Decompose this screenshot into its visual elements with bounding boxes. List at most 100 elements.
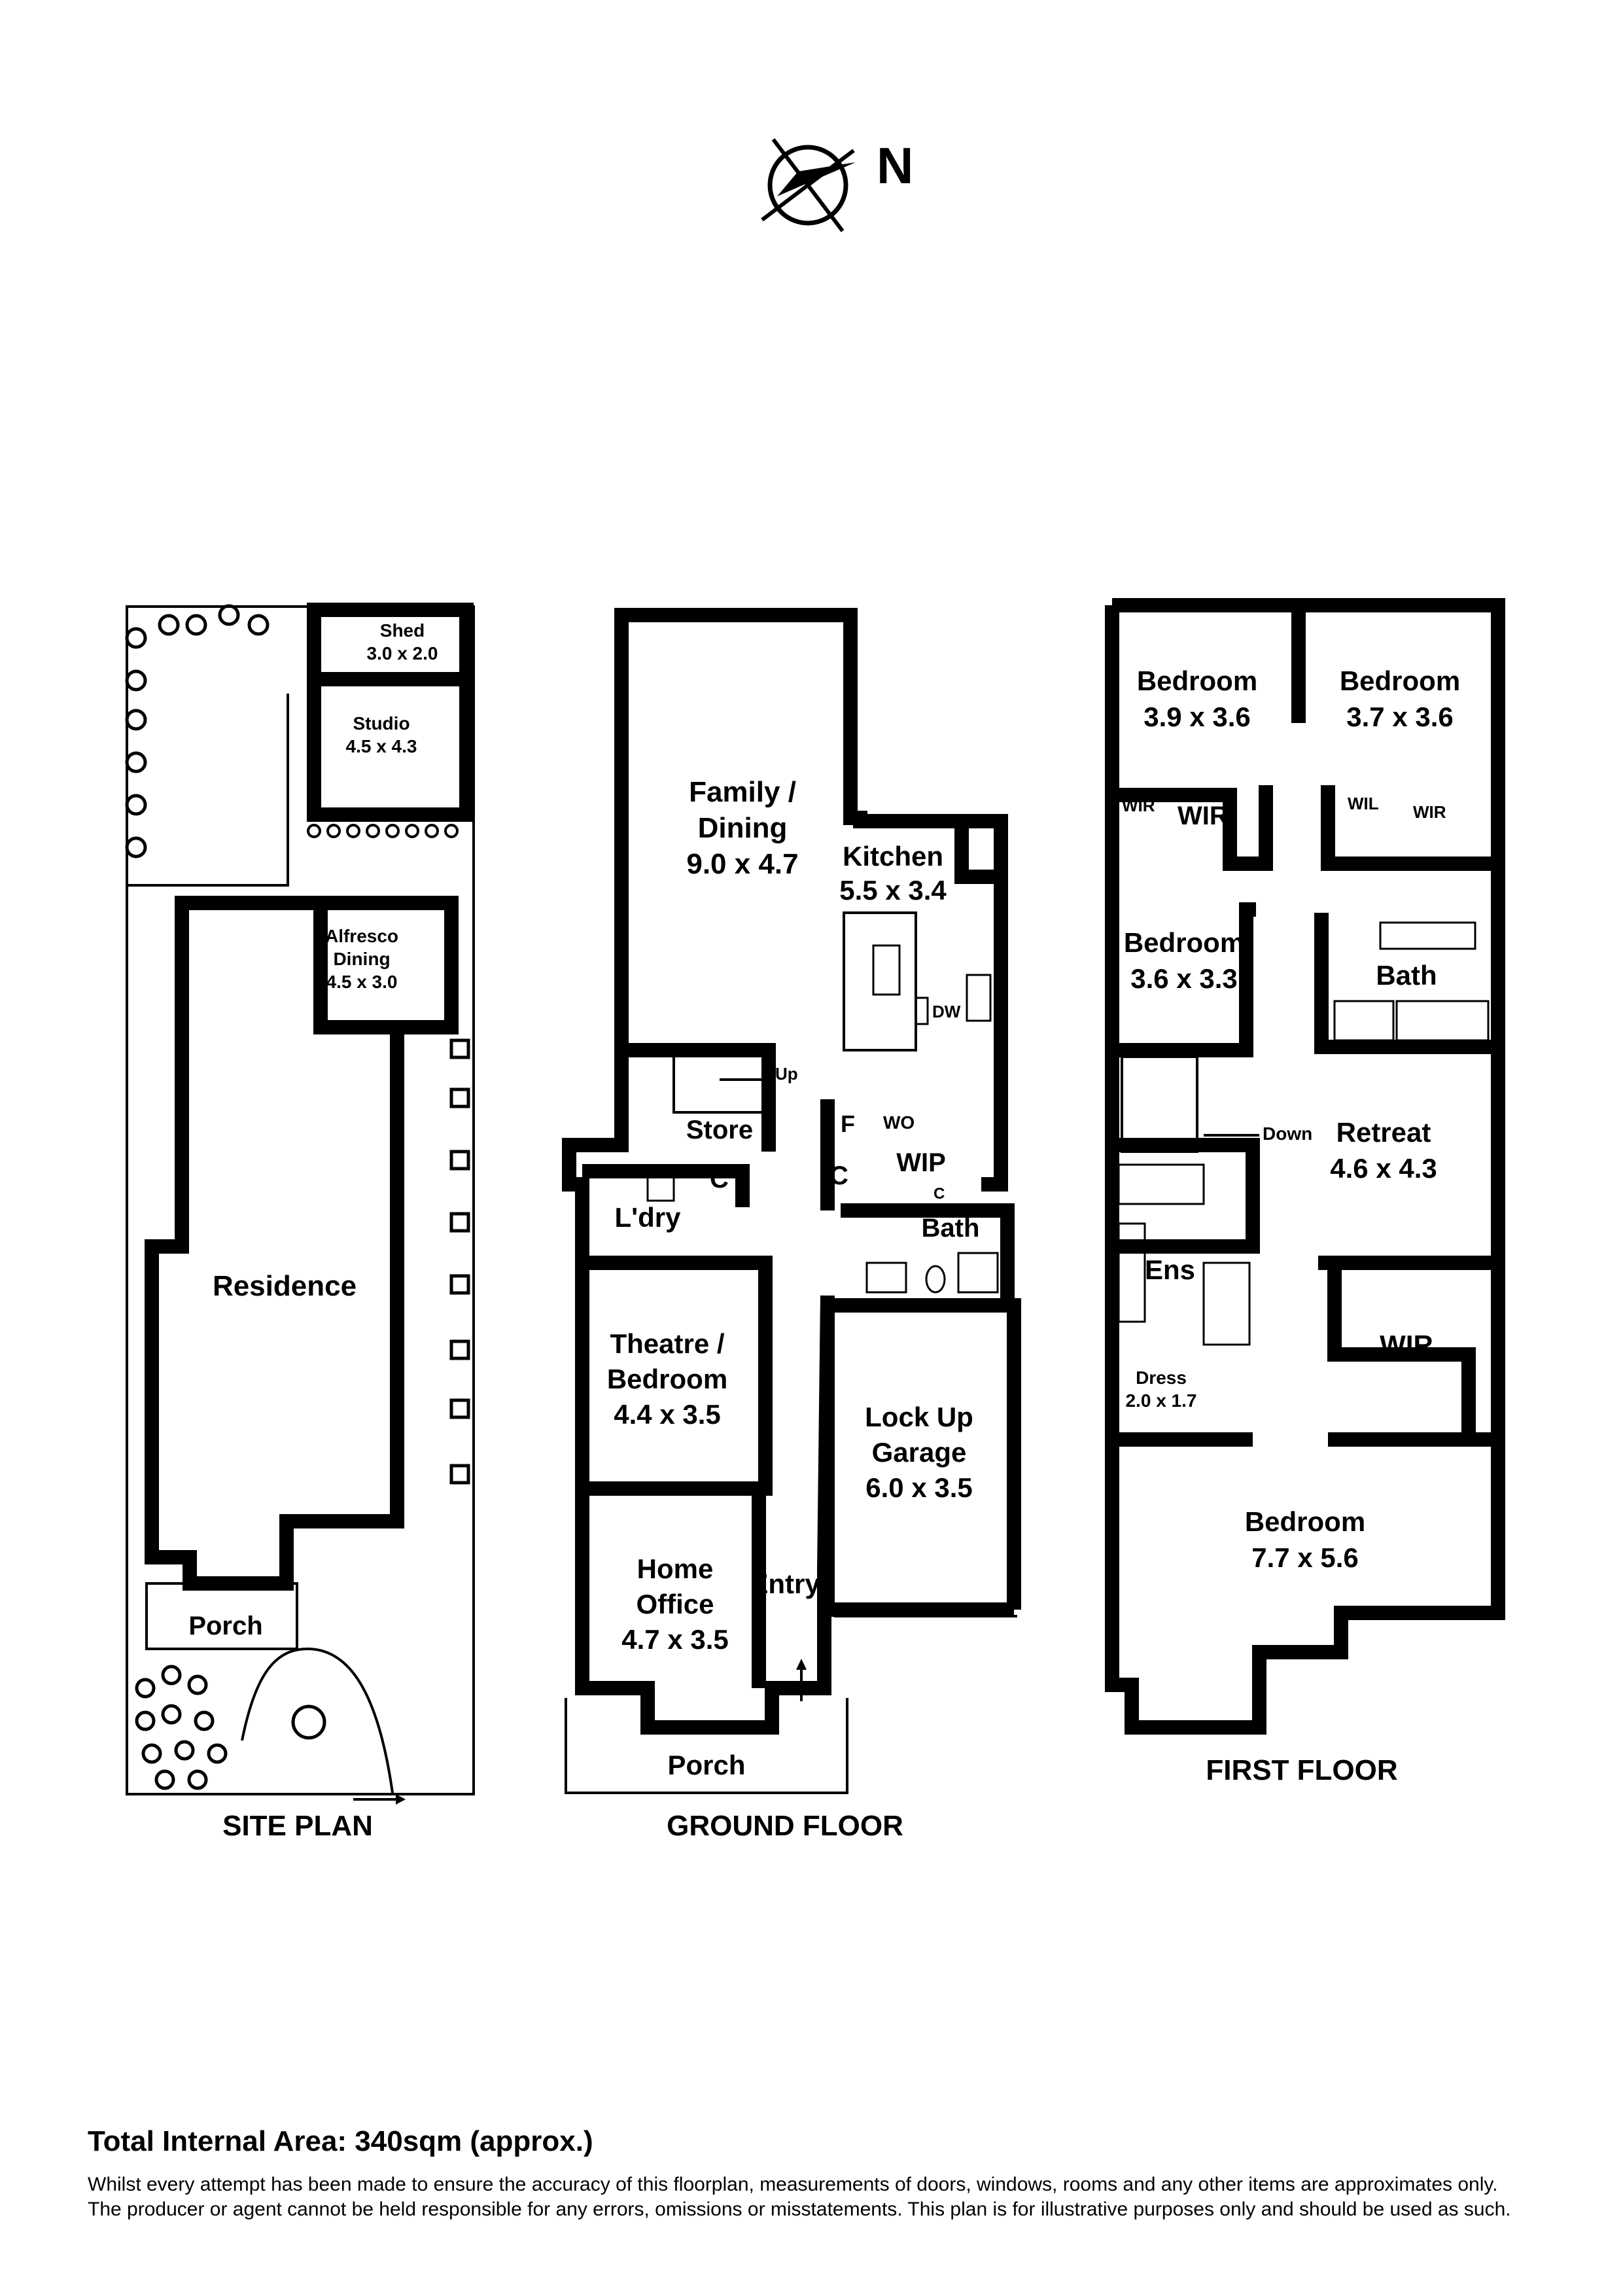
- gf-theatre-dims: 4.4 x 3.5: [614, 1399, 720, 1430]
- site-porch-outline: [145, 1582, 298, 1650]
- garden-trees-top: [125, 604, 270, 858]
- site-plan-title: SITE PLAN: [222, 1810, 373, 1842]
- gf-shower-icon: [957, 1252, 999, 1294]
- ff-bedroom-2-dims: 3.7 x 3.6: [1346, 701, 1453, 732]
- alfresco-walls: [313, 903, 399, 1034]
- ff-stairs[interactable]: [1121, 1055, 1198, 1153]
- gf-entry-name: Entry: [750, 1568, 820, 1599]
- site-studio-dims: 4.5 x 4.3: [346, 736, 417, 756]
- ff-ens-name: Ens: [1145, 1254, 1195, 1285]
- gf-store-walls: [621, 1043, 776, 1152]
- front-garden-shrubs: [135, 1665, 326, 1790]
- gf-garage-walls: [820, 1305, 1014, 1617]
- gf-theatre-name-2: Bedroom: [607, 1364, 727, 1394]
- first-floor-title: FIRST FLOOR: [1206, 1754, 1397, 1786]
- shed-walls: [307, 603, 474, 687]
- total-area: Total Internal Area: 340sqm (approx.): [88, 2125, 593, 2157]
- gf-porch-outline: [565, 1698, 848, 1794]
- ff-wir-label-2: WIR: [1178, 802, 1229, 830]
- site-alfresco-name-2: Dining: [333, 949, 390, 969]
- ff-mid-bedroom-walls: [1112, 902, 1256, 1057]
- ff-ens-vanity-icon: [1117, 1222, 1146, 1323]
- gf-c-label-1: C: [710, 1165, 729, 1193]
- ff-upper-right-walls: [1321, 785, 1498, 871]
- gf-stairs[interactable]: [672, 1049, 767, 1114]
- site-shed-dims: 3.0 x 2.0: [367, 643, 438, 663]
- ff-ens-walls: [1112, 1138, 1260, 1254]
- gf-family-name-2: Dining: [698, 812, 788, 844]
- ff-wir-label-1: WIR: [1122, 796, 1155, 815]
- site-plan: Shed 3.0 x 2.0 Studio 4.5 x 4.3 Alfresco…: [125, 603, 475, 1842]
- gf-office-dims: 4.7 x 3.5: [621, 1624, 728, 1655]
- gf-entry-arrow-head-icon: [796, 1659, 807, 1670]
- gf-dw-label: DW: [932, 1002, 961, 1021]
- garden-divider: [127, 694, 289, 887]
- kitchen-island[interactable]: [843, 911, 917, 1051]
- gf-wo-label: WO: [883, 1112, 915, 1133]
- gf-top-walls: [621, 608, 1008, 1192]
- gf-bath-walls: [841, 1203, 1015, 1302]
- ff-ens-tub-icon: [1117, 1163, 1205, 1205]
- gf-wip-name: WIP: [896, 1148, 946, 1177]
- site-alfresco-name-1: Alfresco: [325, 926, 398, 946]
- gf-outer-walls: [562, 608, 1021, 1735]
- ff-bath-walls: [1314, 913, 1498, 1054]
- ff-dress-dims: 2.0 x 1.7: [1126, 1390, 1197, 1411]
- gf-garage-name-1: Lock Up: [865, 1402, 973, 1432]
- gf-porch-name: Porch: [667, 1750, 745, 1780]
- gf-garage-dims: 6.0 x 3.5: [865, 1472, 972, 1503]
- gf-office-name-2: Office: [636, 1589, 714, 1619]
- cooktop-icon: [966, 974, 992, 1022]
- site-shed-name: Shed: [380, 620, 425, 641]
- ff-dress-name: Dress: [1136, 1368, 1187, 1388]
- site-residence-name: Residence: [213, 1270, 357, 1302]
- gf-kitchen-dims: 5.5 x 3.4: [839, 875, 947, 906]
- gf-f-label: F: [841, 1110, 855, 1137]
- gf-up-label: Up: [775, 1064, 798, 1084]
- gf-kitchen-name: Kitchen: [843, 841, 943, 872]
- gf-ldry-walls: [582, 1164, 750, 1207]
- kitchen-sink-icon: [872, 944, 901, 996]
- compass-circle: [767, 145, 848, 226]
- ff-bath-shower-icon: [1333, 1000, 1395, 1042]
- compass: N: [761, 137, 913, 232]
- front-garden-path: [241, 1647, 394, 1793]
- compass-axis-2: [761, 149, 855, 222]
- gf-laundry-tub-icon: [646, 1173, 675, 1202]
- ff-bedroom-3-name: Bedroom: [1124, 927, 1244, 958]
- site-porch-name: Porch: [188, 1612, 262, 1640]
- first-floor: Bedroom 3.9 x 3.6 Bedroom 3.7 x 3.6 WIR …: [1105, 598, 1505, 1786]
- ff-wil-label: WIL: [1348, 794, 1379, 813]
- disclaimer-line-2: The producer or agent cannot be held res…: [88, 2199, 1511, 2220]
- ff-wir-box: [1327, 1263, 1476, 1433]
- gf-bath-name: Bath: [922, 1214, 980, 1243]
- ff-down-label: Down: [1263, 1123, 1312, 1144]
- ground-floor: Family / Dining 9.0 x 4.7 Kitchen 5.5 x …: [562, 608, 1021, 1842]
- ff-bath-tub-icon: [1395, 1000, 1490, 1042]
- dishwasher-icon: [915, 997, 929, 1025]
- ff-ens-shower-icon: [1202, 1262, 1251, 1346]
- gf-garage-name-2: Garage: [872, 1437, 967, 1468]
- studio-walls: [307, 679, 474, 822]
- site-alfresco-dims: 4.5 x 3.0: [326, 972, 398, 992]
- gf-theatre-name-1: Theatre /: [610, 1328, 724, 1359]
- ff-wir-label-3: WIR: [1413, 802, 1446, 822]
- ff-retreat-name: Retreat: [1336, 1117, 1431, 1148]
- ff-upper-bedrooms-walls: [1112, 785, 1273, 871]
- gf-c-label-2: C: [829, 1161, 848, 1190]
- ff-bedroom-4-name: Bedroom: [1245, 1506, 1365, 1537]
- ff-retreat-dims: 4.6 x 4.3: [1330, 1153, 1437, 1184]
- gf-store-name: Store: [686, 1116, 753, 1144]
- ff-bath-name: Bath: [1376, 960, 1437, 991]
- gf-kitchen-walls: [954, 821, 1001, 884]
- ff-wir-name: WIR: [1380, 1330, 1433, 1360]
- site-arrow-head-icon: [396, 1794, 406, 1805]
- gf-theatre-walls: [582, 1256, 773, 1496]
- gf-c-label-3: C: [934, 1185, 945, 1203]
- residence-walls: [145, 896, 459, 1591]
- gf-office-name-1: Home: [637, 1553, 714, 1584]
- side-markers: [449, 1038, 470, 1485]
- disclaimer-line-1: Whilst every attempt has been made to en…: [88, 2174, 1498, 2195]
- site-studio-name: Studio: [353, 713, 410, 733]
